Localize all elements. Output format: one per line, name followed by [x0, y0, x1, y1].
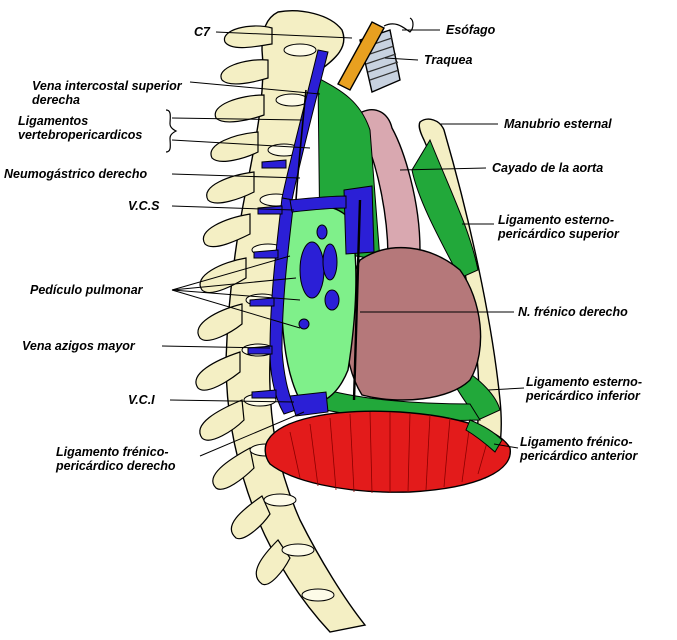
- intercostal-veins: [247, 159, 287, 399]
- azygos-arch: [289, 195, 347, 213]
- ligamentos-brace: [165, 109, 178, 153]
- label-lig-esterno-sup: Ligamento esterno- pericárdico superior: [497, 213, 620, 241]
- joint-1: [283, 43, 317, 57]
- process-t9: [199, 399, 245, 441]
- process-t7: [197, 303, 243, 341]
- process-t4: [206, 171, 255, 204]
- label-lig-frenico-ant-line2: pericárdico anterior: [519, 449, 639, 463]
- esophagus: [337, 21, 385, 91]
- label-c7: C7: [194, 25, 211, 39]
- label-traquea: Traquea: [424, 53, 472, 67]
- esophagus-hook: [383, 17, 414, 33]
- pulmonary-vessel-3: [324, 289, 340, 311]
- process-t10: [212, 447, 255, 490]
- label-neumogastrico: Neumogástrico derecho: [4, 167, 147, 181]
- label-lig-frenico-ant: Ligamento frénico- pericárdico anterior: [519, 435, 639, 463]
- label-manubrio: Manubrio esternal: [504, 117, 612, 131]
- label-lig-esterno-inf: Ligamento esterno- pericárdico inferior: [525, 375, 645, 403]
- label-vena-intercostal: Vena intercostal superior derecha: [32, 79, 185, 107]
- pulmonary-vessel-1: [299, 241, 325, 299]
- joint-10: [263, 493, 297, 507]
- inferior-vena-cava: [289, 391, 329, 417]
- label-lig-esterno-inf-line2: pericárdico inferior: [525, 389, 641, 403]
- label-lig-frenico-der-line2: pericárdico derecho: [55, 459, 176, 473]
- label-vena-intercostal-line2: derecha: [32, 93, 80, 107]
- label-lig-frenico-der-line1: Ligamento frénico-: [56, 445, 169, 459]
- process-t2: [214, 94, 265, 123]
- process-t5: [202, 213, 251, 248]
- right-vagus-nerve: [295, 89, 307, 201]
- joint-12: [301, 588, 335, 602]
- process-t1: [220, 59, 269, 85]
- anterior-phrenicopericardial-ligament: [465, 419, 503, 453]
- pulmonary-vessel-4: [316, 224, 328, 240]
- label-ligamentos-vp: Ligamentos vertebropericardicos: [18, 114, 142, 142]
- joint-2: [275, 93, 309, 107]
- label-ligamentos-vp-line1: Ligamentos: [18, 114, 88, 128]
- label-lig-frenico-der: Ligamento frénico- pericárdico derecho: [55, 445, 176, 473]
- joint-11: [281, 543, 315, 557]
- label-pediculo: Pedículo pulmonar: [30, 283, 144, 297]
- label-lig-esterno-sup-line1: Ligamento esterno-: [498, 213, 614, 227]
- leader-lines: [161, 29, 525, 457]
- label-vci: V.C.I: [128, 393, 155, 407]
- label-lig-frenico-ant-line1: Ligamento frénico-: [520, 435, 633, 449]
- pulmonary-vessel-2: [322, 243, 338, 281]
- process-t8: [195, 351, 241, 391]
- label-esofago: Esófago: [446, 23, 496, 37]
- labels: C7 Esófago Traquea Vena intercostal supe…: [4, 23, 645, 473]
- process-t3: [210, 131, 259, 162]
- process-t12: [255, 539, 291, 586]
- process-t11: [230, 495, 271, 540]
- label-azigos: Vena azigos mayor: [22, 339, 136, 353]
- label-vena-intercostal-line1: Vena intercostal superior: [32, 79, 183, 93]
- label-vcs: V.C.S: [128, 199, 160, 213]
- pulmonary-vessels: [298, 224, 340, 330]
- label-frenico: N. frénico derecho: [518, 305, 628, 319]
- label-ligamentos-vp-line2: vertebropericardicos: [18, 128, 142, 142]
- process-c7: [223, 25, 273, 49]
- label-lig-esterno-sup-line2: pericárdico superior: [497, 227, 620, 241]
- diaphragm-striations: [289, 411, 491, 494]
- pulmonary-vessel-5: [298, 318, 310, 330]
- pericardium: [344, 247, 482, 401]
- label-lig-esterno-inf-line1: Ligamento esterno-: [526, 375, 642, 389]
- right-phrenic-nerve: [352, 199, 362, 401]
- label-cayado: Cayado de la aorta: [492, 161, 603, 175]
- superior-sternopericardial-ligament: [411, 138, 479, 279]
